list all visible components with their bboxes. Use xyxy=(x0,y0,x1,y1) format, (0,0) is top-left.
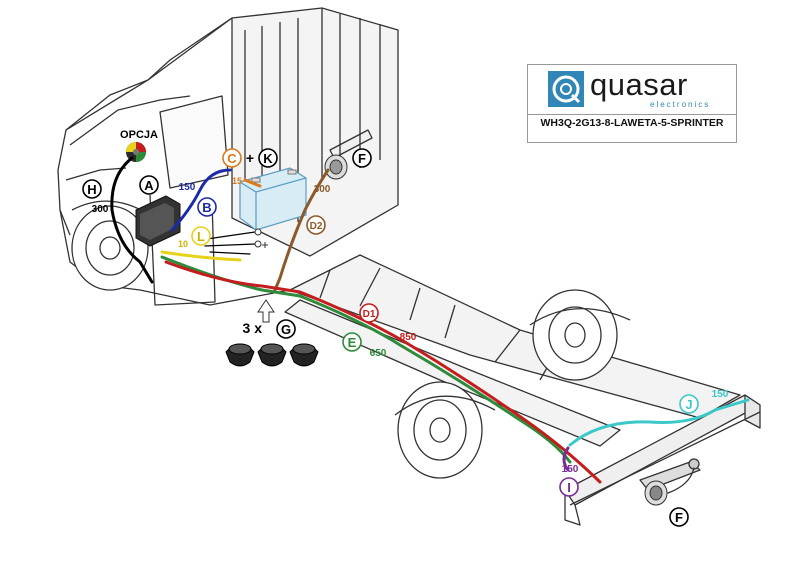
callout-d2-text: D2 xyxy=(310,221,323,232)
length-b: 150 xyxy=(179,182,196,193)
callout-g: 3 x G xyxy=(243,319,296,339)
callout-k-text: K xyxy=(263,151,273,166)
callout-k: K xyxy=(258,148,278,168)
wires xyxy=(110,156,750,494)
callout-h: H xyxy=(82,179,102,199)
socket-f-bottom xyxy=(644,480,668,506)
opcja-label: OPCJA xyxy=(120,129,158,141)
callout-c: C xyxy=(222,148,242,168)
callout-e-text: E xyxy=(348,335,357,350)
callout-g-prefix: 3 x xyxy=(243,320,263,336)
ring-terminals xyxy=(254,228,268,248)
callout-f-top-text: F xyxy=(358,151,366,166)
brand-panel: quasar electronics WH3Q-2G13-8-LAWETA-5-… xyxy=(527,64,737,143)
wire-c xyxy=(243,178,262,188)
wire-i xyxy=(562,446,570,472)
callout-d1: D1 xyxy=(359,303,379,323)
callout-b-text: B xyxy=(202,200,211,215)
wire-b xyxy=(170,168,232,232)
length-d1: 850 xyxy=(400,332,417,343)
socket-f-top xyxy=(324,154,348,180)
chassis-frame xyxy=(284,254,761,526)
callout-e: E xyxy=(342,332,362,352)
callout-g-text: G xyxy=(281,322,291,337)
brand-name: quasar xyxy=(590,67,688,102)
wire-j xyxy=(568,398,750,447)
length-c: 15 xyxy=(232,176,242,186)
entry-arrow xyxy=(257,299,275,323)
length-l: 10 xyxy=(178,239,188,249)
callout-h-text: H xyxy=(87,182,96,197)
wire-d2 xyxy=(273,168,330,292)
callout-d1-text: D1 xyxy=(363,309,376,320)
length-d2: 300 xyxy=(314,184,331,195)
callout-j: J xyxy=(679,394,699,414)
callout-a-text: A xyxy=(144,178,154,193)
callout-i: I xyxy=(559,477,579,497)
length-i: 150 xyxy=(562,464,579,475)
length-e: 650 xyxy=(370,348,387,359)
callout-a: A xyxy=(139,175,159,195)
callout-f-top: F xyxy=(352,148,372,168)
grommets xyxy=(225,343,319,367)
callout-i-text: I xyxy=(567,480,571,495)
brand-logo: quasar electronics xyxy=(528,65,736,115)
callout-l: L xyxy=(191,226,211,246)
rear-wheels xyxy=(394,289,631,479)
callout-f-bottom-text: F xyxy=(675,510,683,525)
quasar-logo-icon xyxy=(548,71,584,107)
wire-l xyxy=(160,250,242,262)
callout-f-bottom: F xyxy=(669,507,689,527)
callout-b: B xyxy=(197,197,217,217)
callout-l-text: L xyxy=(197,229,205,244)
length-h: 300 xyxy=(92,204,109,215)
length-j: 150 xyxy=(712,389,729,400)
brand-subtitle: electronics xyxy=(650,100,711,109)
wire-d1 xyxy=(164,260,602,484)
callout-c-text: C xyxy=(227,151,237,166)
callout-j-text: J xyxy=(685,397,692,412)
product-code: WH3Q-2G13-8-LAWETA-5-SPRINTER xyxy=(540,117,724,129)
plus-sign: + xyxy=(246,150,254,166)
wire-h xyxy=(110,156,154,284)
control-module xyxy=(135,195,181,247)
callout-d2: D2 xyxy=(306,215,326,235)
